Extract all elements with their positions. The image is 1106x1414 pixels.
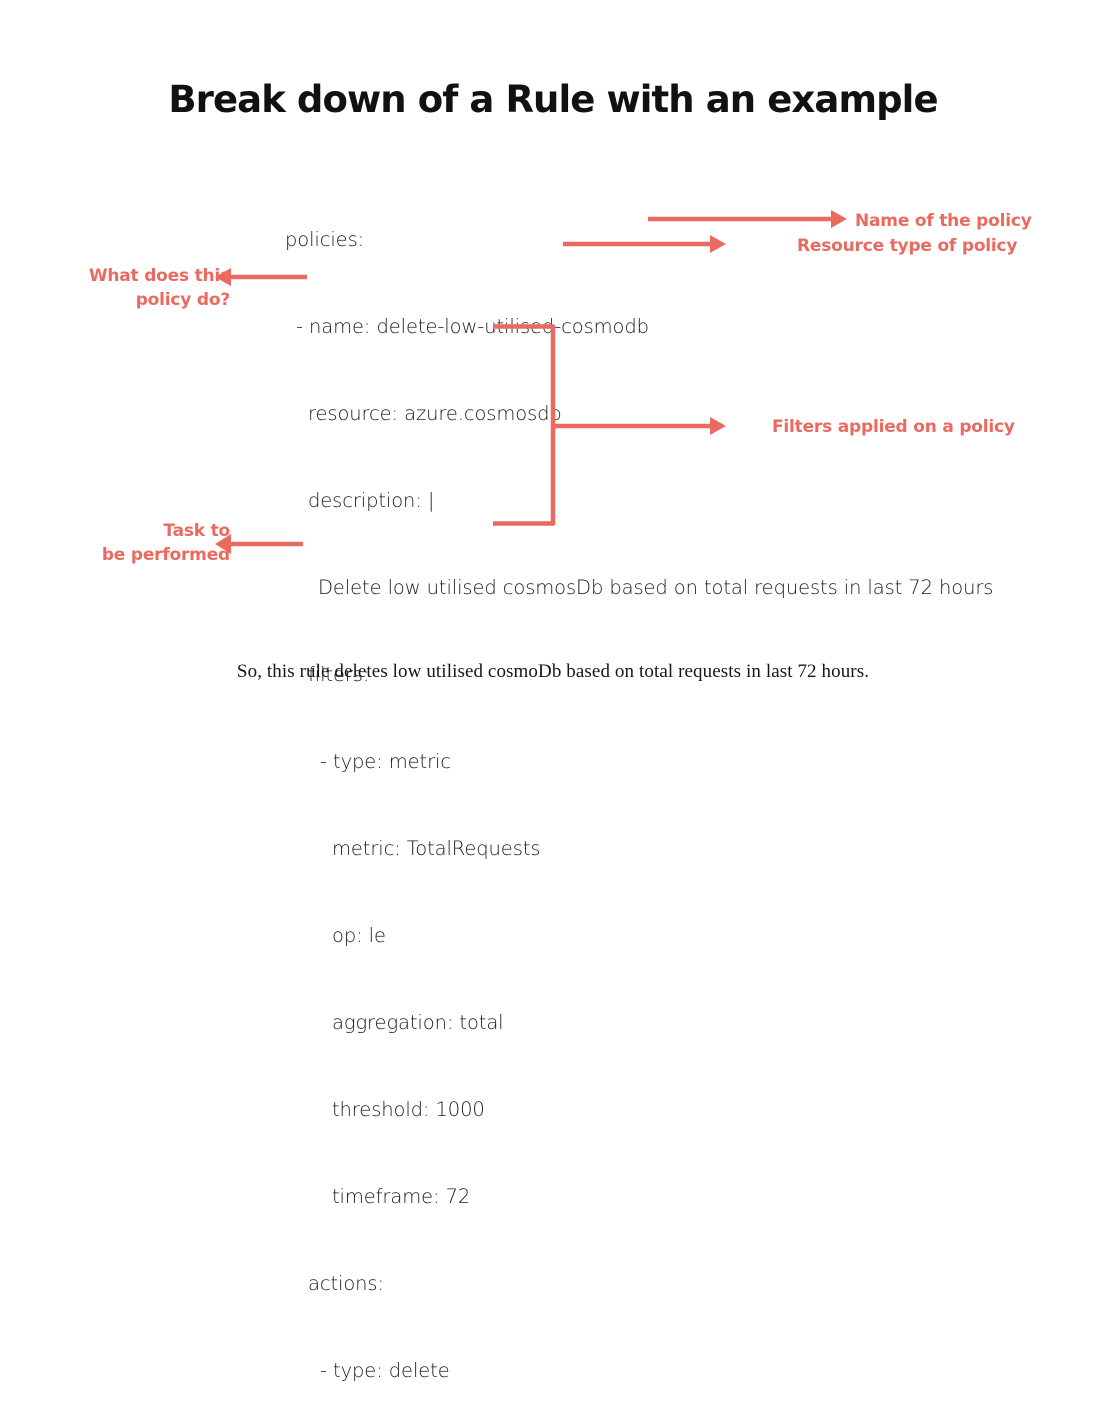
yaml-line-filter-timeframe: timeframe: 72 <box>332 1185 471 1208</box>
arrow-to-resource-type <box>563 235 726 253</box>
yaml-line-filters: filters: <box>308 663 370 686</box>
annotation-task-to-be-performed: Task to be performed <box>101 521 230 565</box>
yaml-line-filter-type: - type: metric <box>320 750 451 773</box>
yaml-line-resource: resource: azure.cosmosdb <box>308 402 562 425</box>
arrow-to-task-performed <box>215 534 303 554</box>
bracket-arrow-to-filters-applied <box>493 324 726 526</box>
yaml-line-filter-metric: metric: TotalRequests <box>332 837 541 860</box>
yaml-line-description-text: Delete low utilised cosmosDb based on to… <box>318 576 994 599</box>
annotation-filters-applied: Filters applied on a policy <box>772 417 1015 437</box>
page-title: Break down of a Rule with an example <box>168 78 938 121</box>
yaml-line-action-type: - type: delete <box>320 1359 450 1382</box>
yaml-line-description: description: | <box>308 489 435 512</box>
arrow-to-name-of-policy <box>648 210 847 228</box>
summary-caption: So, this rule deletes low utilised cosmo… <box>236 661 870 682</box>
annotation-name-of-policy: Name of the policy <box>855 211 1032 231</box>
yaml-line-filter-op: op: le <box>332 924 386 947</box>
yaml-line-actions: actions: <box>308 1272 384 1295</box>
yaml-line-filter-aggregation: aggregation: total <box>332 1011 504 1034</box>
yaml-line-filter-threshold: threshold: 1000 <box>332 1098 485 1121</box>
yaml-line-policies: policies: <box>285 228 365 251</box>
arrow-to-what-does-policy-do <box>215 268 307 286</box>
annotation-what-does-policy-do: What does this policy do? <box>88 266 230 310</box>
annotation-resource-type: Resource type of policy <box>797 236 1018 256</box>
